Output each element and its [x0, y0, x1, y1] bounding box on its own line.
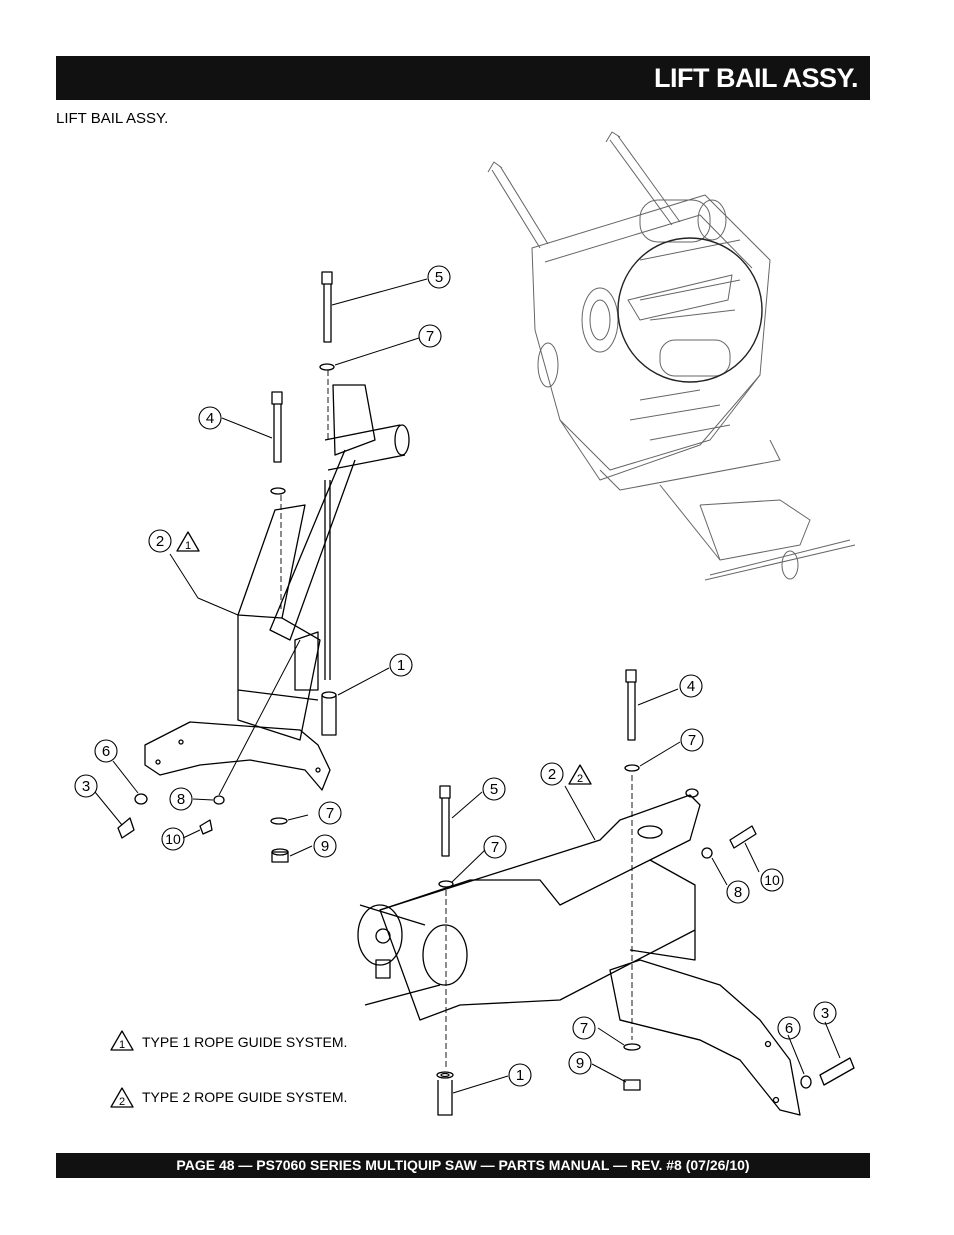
callout-right-2: 2 — [548, 766, 556, 783]
callout-left-8: 8 — [177, 791, 185, 808]
note-ref-type2: 2 — [577, 773, 583, 785]
callout-right-7a: 7 — [688, 732, 696, 749]
callout-left-9: 9 — [321, 838, 329, 855]
callout-left-7b: 7 — [326, 805, 334, 822]
callout-right-7b: 7 — [491, 839, 499, 856]
note-triangle-2 — [568, 764, 592, 785]
type1-lift-bail-drawing — [117, 271, 410, 863]
callout-left-5: 5 — [435, 269, 443, 286]
legend-triangle-1 — [110, 1030, 134, 1051]
page-title: LIFT BAIL ASSY. — [653, 63, 859, 93]
legend-ref-type2: 2 — [119, 1096, 125, 1108]
callout-right-3: 3 — [821, 1005, 829, 1022]
legend-triangle-2 — [110, 1087, 134, 1108]
legend-type2-text: TYPE 2 ROPE GUIDE SYSTEM. — [142, 1089, 347, 1105]
note-ref-type1: 1 — [185, 540, 191, 552]
legend-ref-type1: 1 — [119, 1039, 125, 1051]
callout-right-4: 4 — [687, 678, 695, 695]
page-footer-bar: PAGE 48 — PS7060 SERIES MULTIQUIP SAW — … — [56, 1153, 870, 1178]
callout-left-1: 1 — [397, 657, 405, 674]
callout-right-5: 5 — [490, 781, 498, 798]
page-header-bar: LIFT BAIL ASSY. — [56, 56, 870, 100]
callout-left-2: 2 — [156, 533, 164, 550]
callout-left-6: 6 — [102, 743, 110, 760]
callout-left-10: 10 — [165, 831, 181, 847]
legend-type1-text: TYPE 1 ROPE GUIDE SYSTEM. — [142, 1034, 347, 1050]
saw-overview-drawing — [487, 131, 856, 581]
callout-right-10: 10 — [764, 872, 780, 888]
callout-left-7a: 7 — [426, 328, 434, 345]
callout-left-4: 4 — [206, 410, 214, 427]
callout-right-8: 8 — [734, 884, 742, 901]
callout-leaders — [94, 278, 841, 1094]
note-triangle-1 — [176, 531, 200, 552]
callout-right-6: 6 — [785, 1020, 793, 1037]
page-footer-text: PAGE 48 — PS7060 SERIES MULTIQUIP SAW — … — [176, 1157, 750, 1173]
callout-circles — [74, 265, 837, 1087]
section-subtitle: LIFT BAIL ASSY. — [56, 110, 169, 127]
callout-left-3: 3 — [82, 778, 90, 795]
callout-right-9: 9 — [576, 1055, 584, 1072]
callout-right-7c: 7 — [580, 1020, 588, 1037]
callout-right-1: 1 — [516, 1067, 524, 1084]
type2-lift-bail-drawing — [357, 669, 855, 1116]
